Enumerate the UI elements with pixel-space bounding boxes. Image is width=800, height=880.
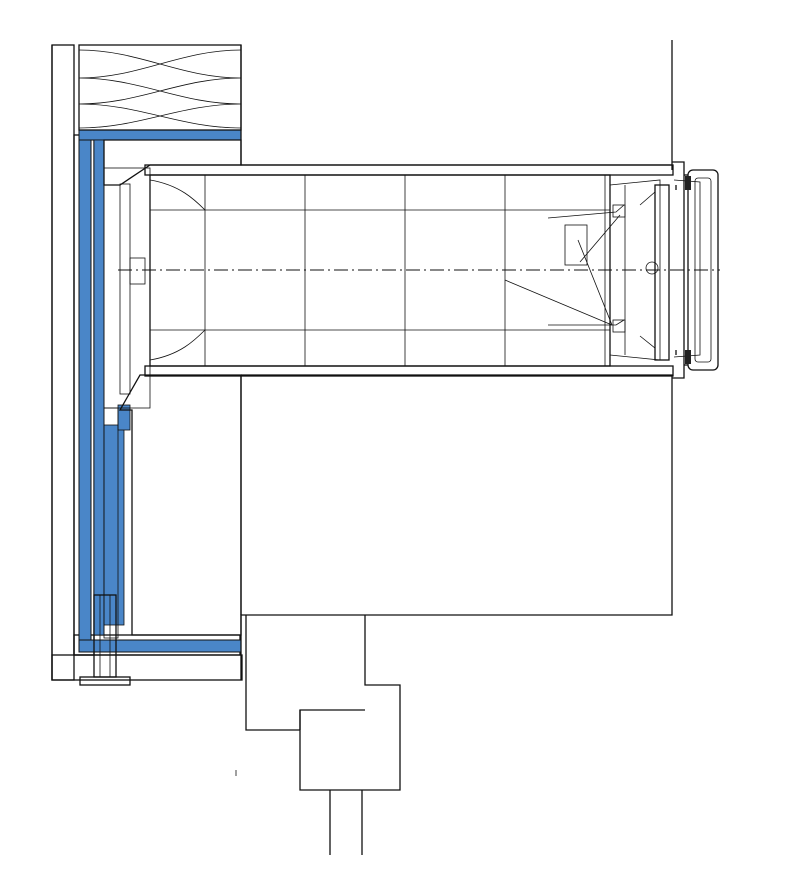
vapour-barrier bbox=[78, 129, 242, 653]
drain-pipe bbox=[79, 594, 131, 686]
rigid-foam-insulation bbox=[103, 139, 242, 636]
duct-sleeve bbox=[129, 164, 674, 377]
lower-structure bbox=[235, 615, 401, 855]
filter-element bbox=[654, 184, 670, 361]
wall-outline bbox=[240, 40, 673, 680]
damper-mechanism bbox=[504, 179, 661, 361]
louvre-grille bbox=[672, 161, 719, 379]
batt-insulation bbox=[78, 44, 242, 131]
